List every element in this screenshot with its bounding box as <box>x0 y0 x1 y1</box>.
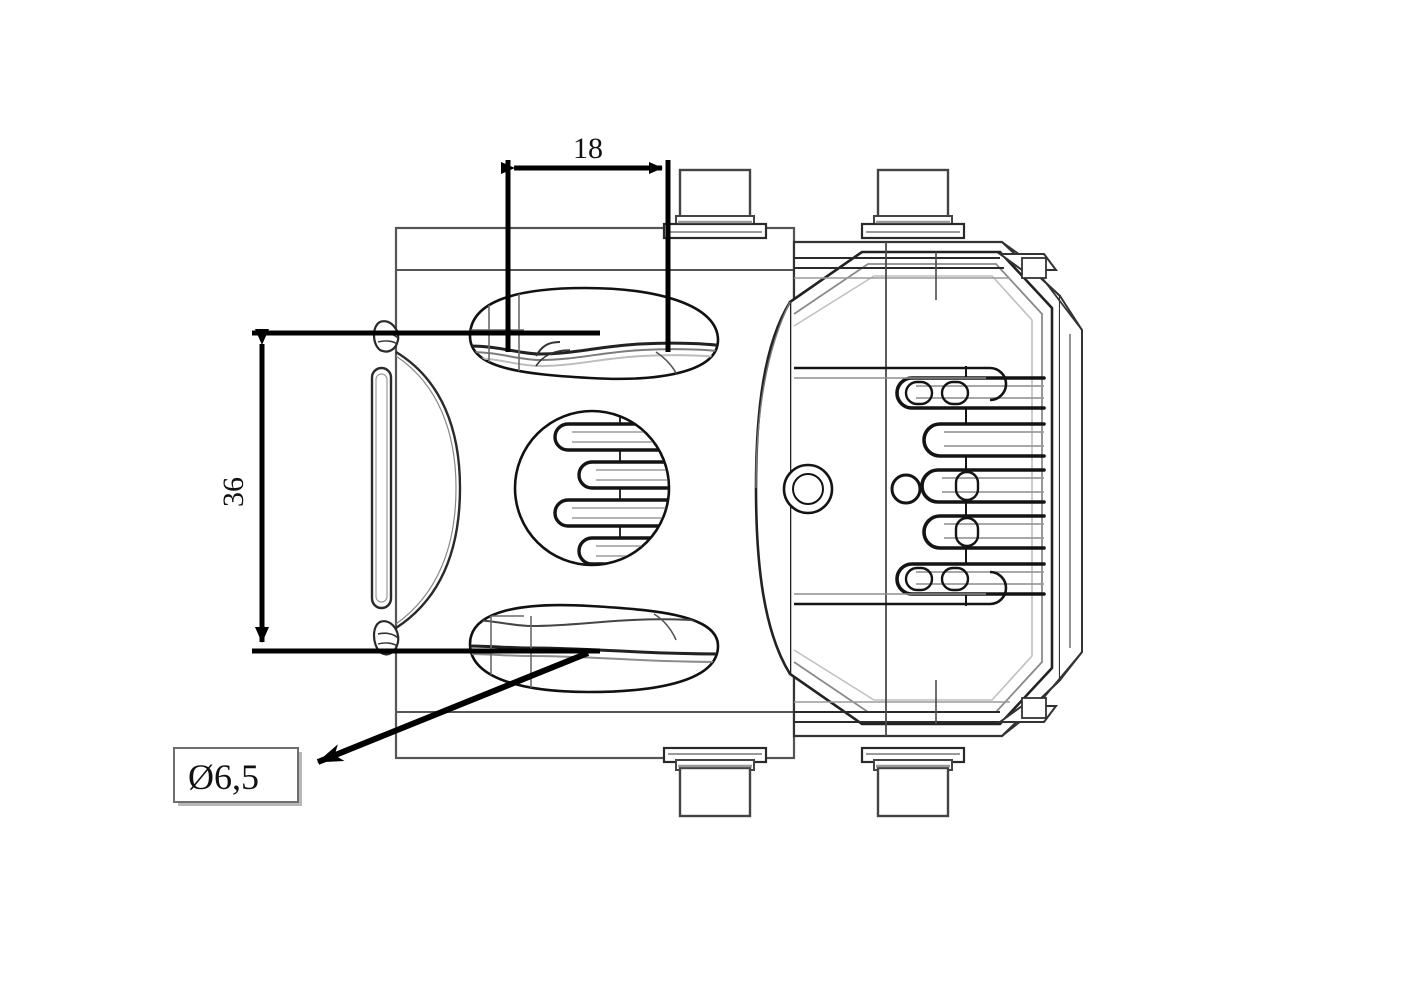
width-dimension-label: 18 <box>573 132 603 165</box>
right-concentric-hole <box>782 463 834 515</box>
callout-leader-line <box>316 650 590 765</box>
left-lug-top <box>372 320 400 353</box>
height-dimension: 36 <box>217 329 600 654</box>
left-handle-bar <box>370 366 393 610</box>
center-threaded-boss <box>513 409 671 567</box>
part-geometry <box>370 168 1083 818</box>
left-lug-bottom <box>372 620 400 656</box>
right-octagon-body <box>754 240 1083 738</box>
right-tab-top <box>996 253 1058 279</box>
callout-label: Ø6,5 <box>188 757 259 797</box>
right-tab-bottom <box>996 697 1058 723</box>
height-dimension-label: 36 <box>217 477 250 507</box>
bottom-bolt-left <box>662 746 768 818</box>
right-small-hole <box>890 473 922 505</box>
top-bolt-left <box>662 168 768 240</box>
left-arc-profile <box>395 350 462 630</box>
callout-box <box>173 747 299 803</box>
width-dimension: 18 <box>501 132 671 352</box>
diameter-callout[interactable]: Ø6,5 <box>173 650 590 806</box>
right-serpentine-fins <box>794 366 1046 606</box>
top-bolt-right <box>860 168 966 240</box>
bottom-bolt-right <box>860 746 966 818</box>
